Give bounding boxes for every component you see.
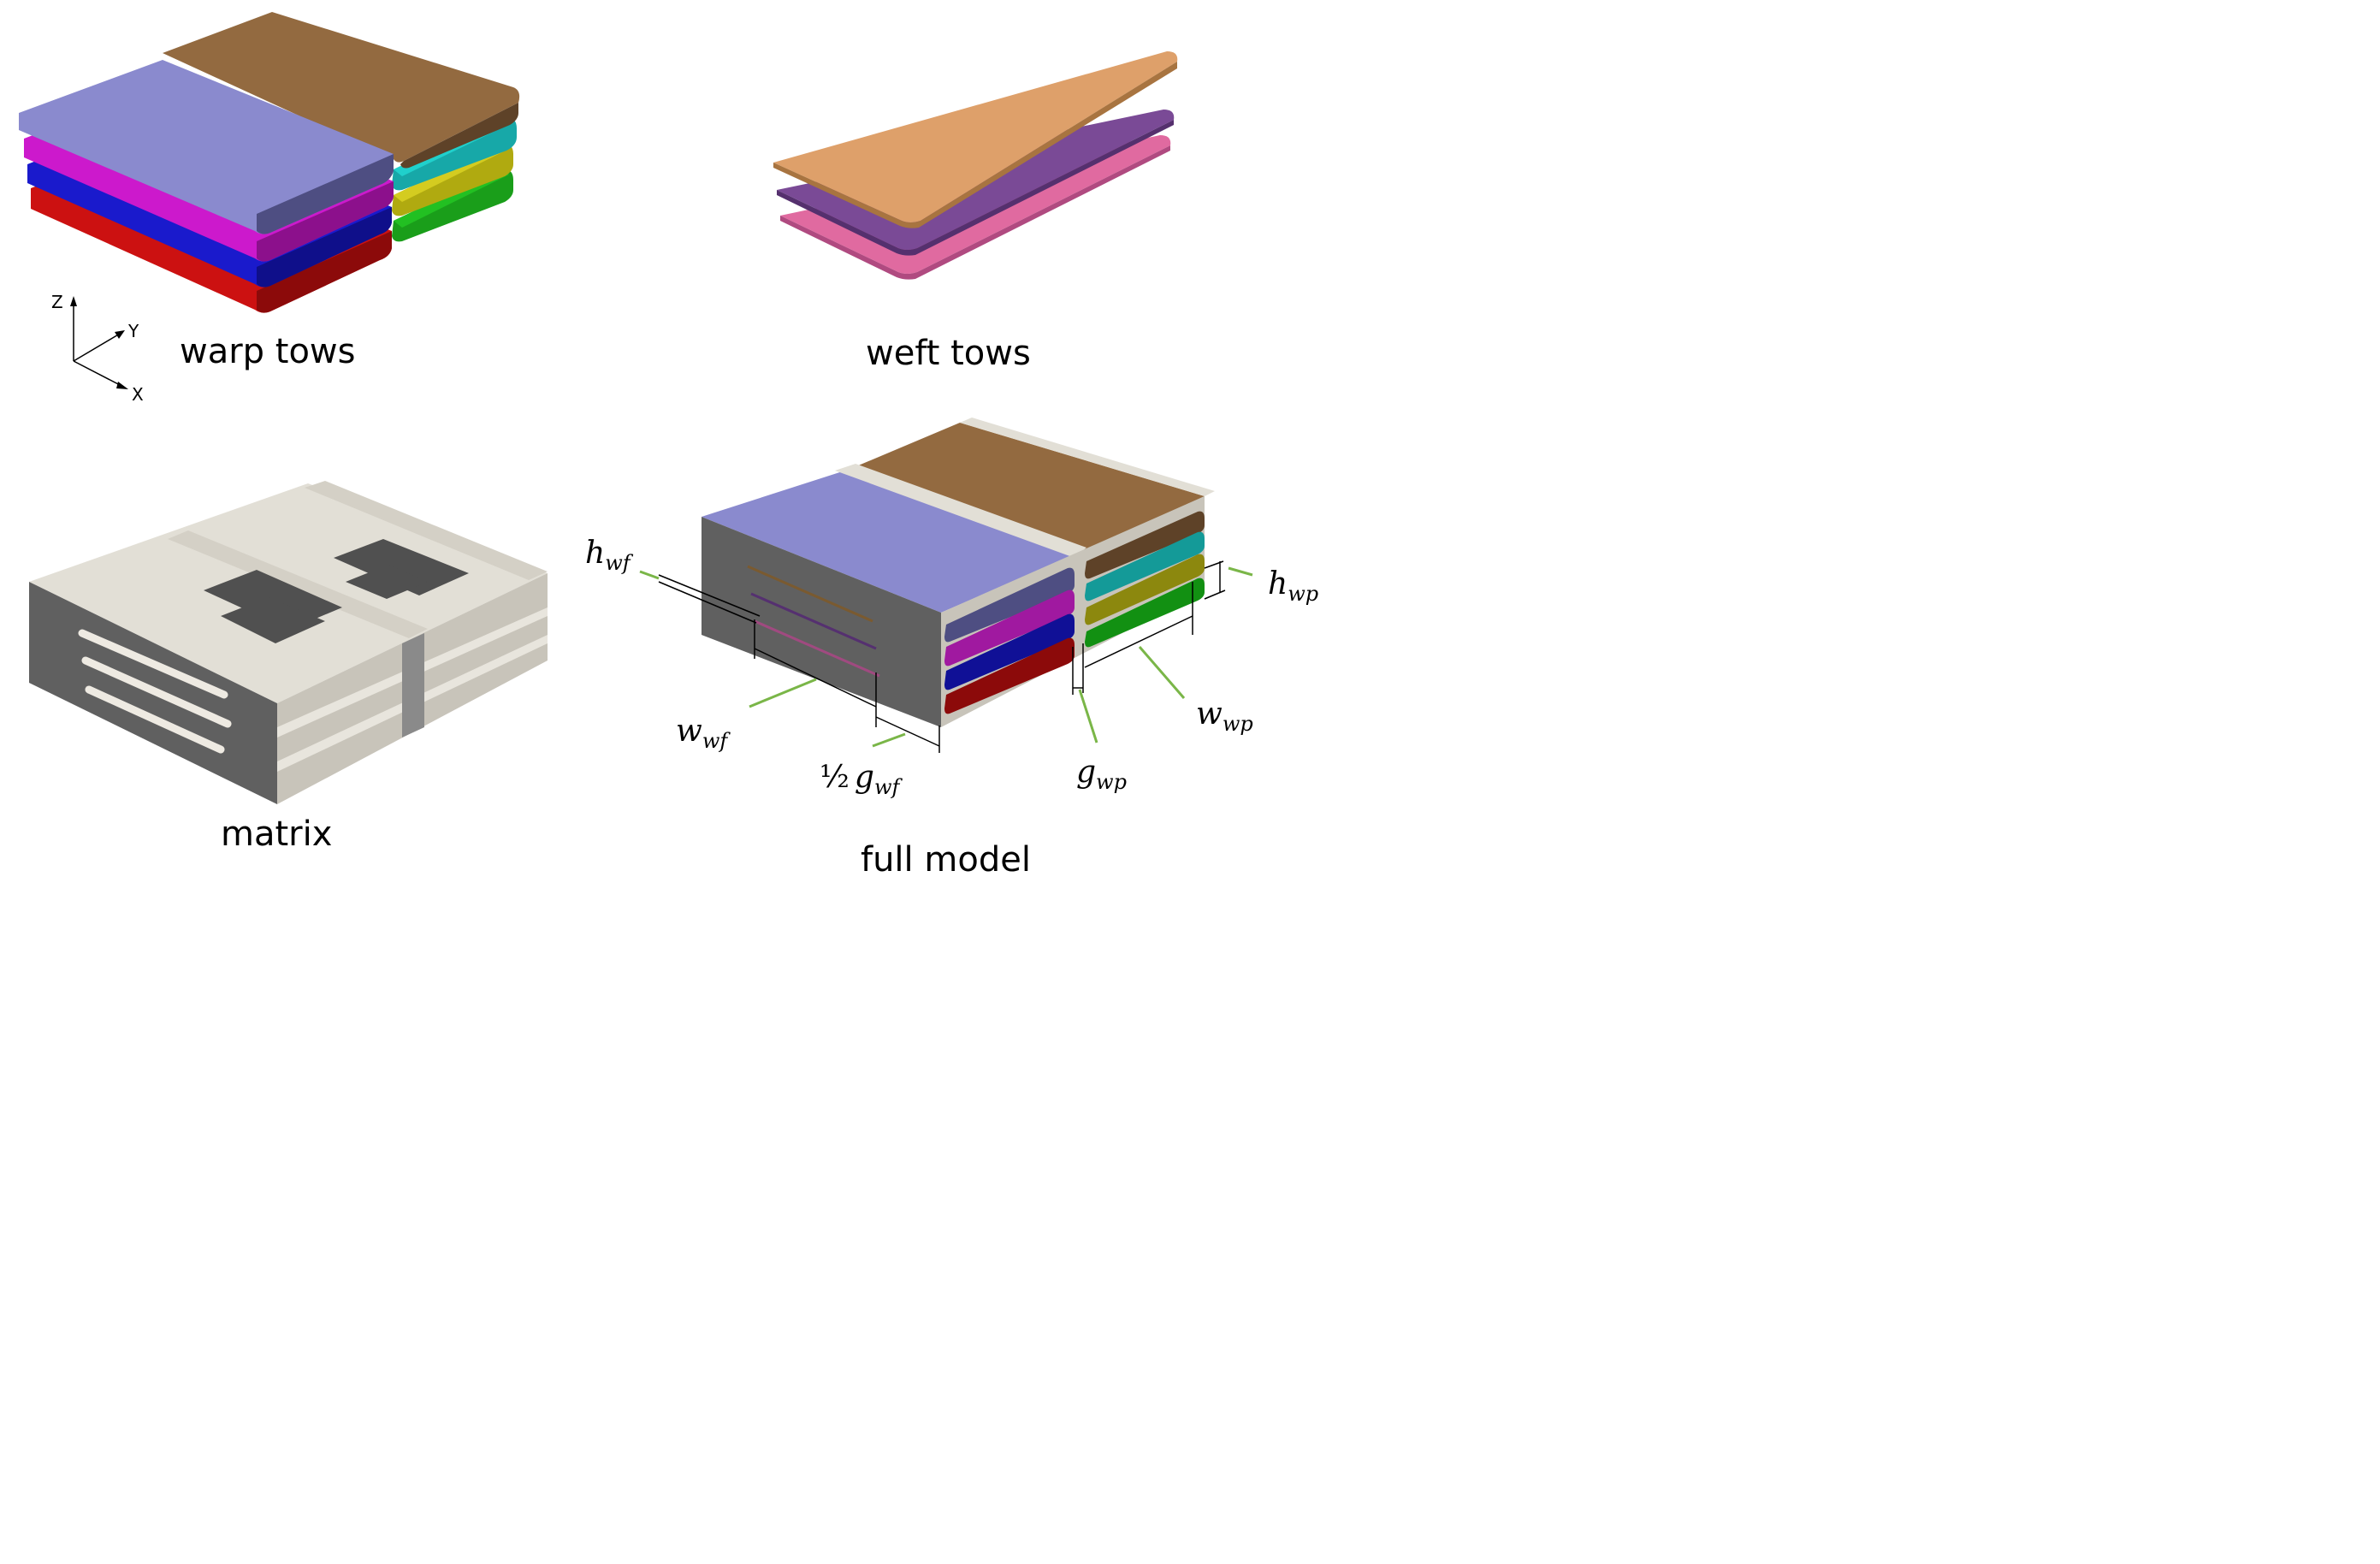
matrix-label: matrix xyxy=(221,815,332,854)
label-w-wp: wwp xyxy=(1196,696,1253,736)
warp-tows-illustration xyxy=(19,12,520,313)
warp-left-stack xyxy=(19,60,394,313)
label-h-wp: hwp xyxy=(1268,566,1318,606)
weft-tows-label: weft tows xyxy=(866,334,1031,373)
axis-y-label: Y xyxy=(127,321,139,341)
full-model-illustration xyxy=(702,418,1215,727)
full-model-label: full model xyxy=(861,840,1031,877)
warp-right-stack xyxy=(163,12,520,242)
weft-tows-illustration xyxy=(773,51,1178,280)
label-g-wp: gwp xyxy=(1076,755,1127,794)
warp-tows-label: warp tows xyxy=(180,332,356,371)
axis-x-label: X xyxy=(132,384,144,405)
label-h-wf: hwf xyxy=(585,536,634,575)
label-w-wf: wwf xyxy=(676,714,731,753)
dimension-annotations xyxy=(639,560,1253,753)
axis-triad: Z Y X xyxy=(51,292,144,405)
composite-unit-cell-figure: Z Y X warp tows weft tows xyxy=(19,12,1318,877)
matrix-illustration xyxy=(29,481,548,804)
axis-z-label: Z xyxy=(51,292,63,312)
